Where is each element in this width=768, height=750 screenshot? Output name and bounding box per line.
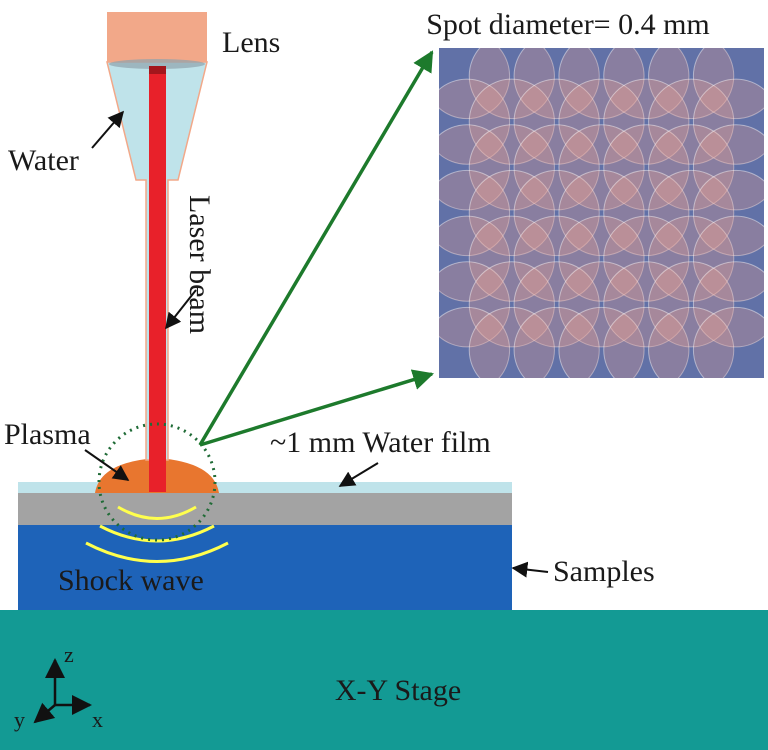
pointer-arrow-icon [165,289,197,330]
laser-spot [558,261,645,348]
laser-spot [468,261,555,348]
laser-spot [692,124,764,211]
laser-spot [558,124,645,211]
laser-spot [439,48,511,120]
laser-spot [558,78,645,165]
axis-y-label: y [14,707,25,732]
shock-wave-label: Shock wave [58,564,204,597]
laser-spot [513,169,600,257]
laser-spot [468,215,555,302]
zoom-arrow-icon [198,50,435,447]
laser-spot [648,169,735,257]
pointer-arrow-icon [338,462,379,487]
laser-spot [603,306,690,378]
axis-icon [33,658,92,724]
stage-label: X-Y Stage [335,674,461,707]
laser-spot [692,215,764,302]
water-film [18,482,512,493]
laser-spot [558,306,645,378]
laser-spot [513,215,600,302]
laser-spot [439,306,511,378]
laser-spot [603,124,690,211]
laser-spot [439,124,511,211]
laser-spot [558,215,645,302]
xy-stage [0,610,768,750]
lens-surface [109,59,205,69]
laser-beam-label: Laser beam [183,195,216,334]
laser-spot [513,306,600,378]
laser-spot [513,261,600,348]
laser-beam [149,66,166,492]
pointer-arrow-icon [84,449,130,481]
spot-panel [439,48,764,378]
laser-spot [603,78,690,165]
water-label: Water [8,144,79,177]
laser-spot [692,78,764,165]
pointer-arrow-icon [91,110,125,149]
laser-spot [439,78,511,165]
laser-spot [603,48,690,120]
laser-spot [439,169,511,257]
laser-spot [692,261,764,348]
laser-spot [692,48,764,120]
lens [107,12,207,62]
laser-spot [513,124,600,211]
laser-spot [439,215,511,302]
samples-label: Samples [553,555,655,588]
water-film-label: ~1 mm Water film [270,426,491,459]
shock-waves [85,505,229,563]
laser-spot [603,169,690,257]
sample-gray-layer [18,493,512,525]
laser-spot [603,261,690,348]
laser-spot [648,306,735,378]
plasma-label: Plasma [4,418,91,451]
spot-diameter-label: Spot diameter= 0.4 mm [426,8,710,41]
laser-spot [648,261,735,348]
laser-spot [513,78,600,165]
laser-spot [468,78,555,165]
axis-x-label: x [92,707,103,732]
laser-spot [468,169,555,257]
laser-spot [468,306,555,378]
laser-spot [468,124,555,211]
laser-spot [648,215,735,302]
laser-spot [648,48,735,120]
laser-spot [692,169,764,257]
spot-grid [439,48,764,378]
laser-spot [692,306,764,378]
axis-z-label: z [64,642,74,667]
laser-spot [558,169,645,257]
laser-spot [468,48,555,120]
pointer-arrow-icon [511,561,549,578]
laser-beam-top [149,66,166,74]
lens-label: Lens [222,26,280,59]
sample-body [18,525,512,610]
laser-spot [439,261,511,348]
spot-highlight-circle [97,422,217,542]
laser-spot [513,48,600,120]
laser-spot [603,215,690,302]
laser-spot [648,124,735,211]
laser-spot [558,48,645,120]
laser-spot [648,78,735,165]
